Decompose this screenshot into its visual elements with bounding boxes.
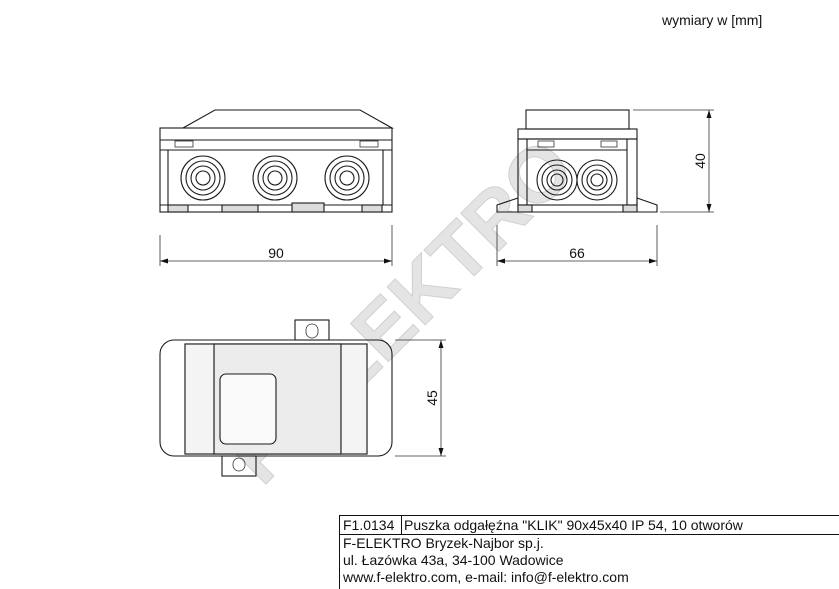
cable-gland-5 xyxy=(576,159,618,201)
dimension-width-side: 66 xyxy=(496,225,658,266)
cable-gland-2 xyxy=(252,155,298,201)
dimension-label-45: 45 xyxy=(424,390,440,406)
front-lid xyxy=(180,109,395,129)
side-lid xyxy=(525,109,630,130)
side-body xyxy=(517,138,638,206)
dimension-depth: 45 xyxy=(395,339,446,457)
dimension-label-40: 40 xyxy=(692,153,708,169)
units-note: wymiary w [mm] xyxy=(662,12,763,28)
title-block: F1.0134 Puszka odgałęźna "KLIK" 90x45x40… xyxy=(339,515,839,589)
cable-gland-1 xyxy=(180,155,226,201)
label-window xyxy=(219,373,277,445)
dimension-label-66: 66 xyxy=(569,245,585,261)
product-description: Puszka odgałęźna "KLIK" 90x45x40 IP 54, … xyxy=(404,517,743,533)
front-view: 90 xyxy=(159,109,395,266)
dimension-width-front: 90 xyxy=(159,225,393,266)
cable-gland-3 xyxy=(324,155,370,201)
product-code: F1.0134 xyxy=(340,516,402,534)
top-view: 45 xyxy=(159,319,446,477)
company-contact: www.f-elektro.com, e-mail: info@f-elektr… xyxy=(343,569,629,585)
company-address: ul. Łazówka 43a, 34-100 Wadowice xyxy=(343,552,564,568)
side-view: 66 40 xyxy=(496,109,714,266)
dimension-label-90: 90 xyxy=(268,245,284,261)
dimension-height: 40 xyxy=(633,109,714,213)
company-name: F-ELEKTRO Bryzek-Najbor sp.j. xyxy=(343,535,544,551)
top-body xyxy=(159,339,393,457)
front-body xyxy=(159,127,393,213)
